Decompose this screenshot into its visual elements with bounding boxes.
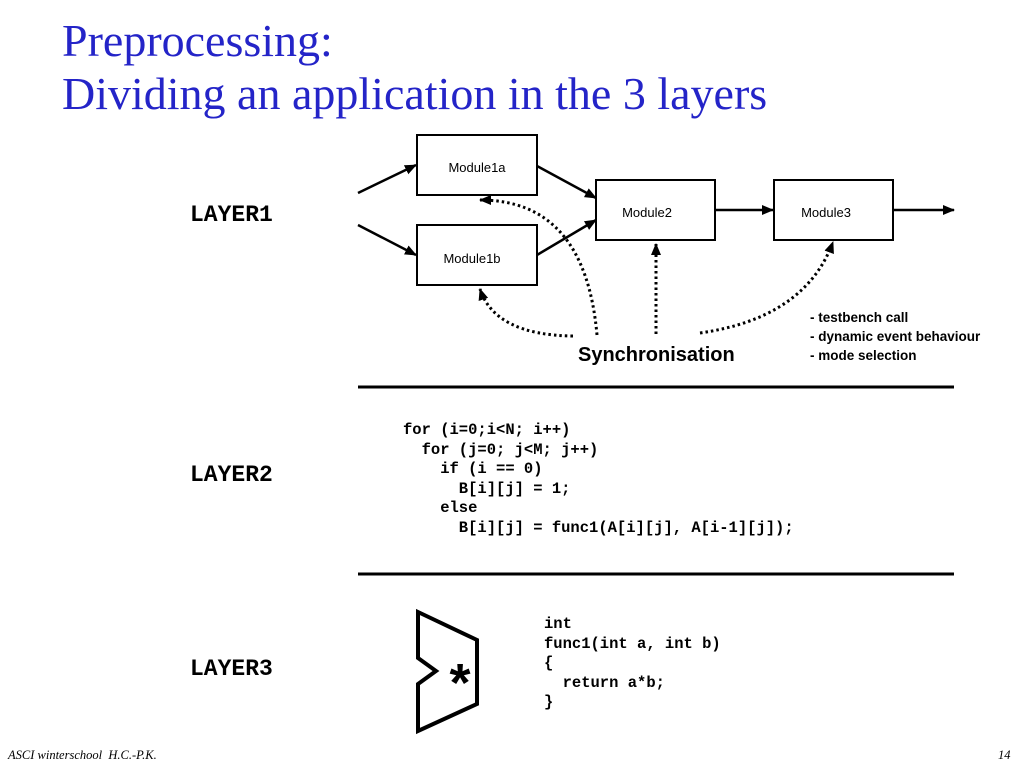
module1a-label: Module1a	[448, 160, 506, 175]
code-line: else	[403, 499, 478, 517]
code-line: B[i][j] = 1;	[403, 479, 571, 498]
sync-note-item: - testbench call	[810, 310, 909, 325]
module1b-label: Module1b	[443, 251, 500, 266]
arrow-module1b-to-module2	[536, 218, 597, 257]
multiplier-icon: *	[416, 608, 479, 735]
dataflow-arrows	[357, 163, 955, 257]
code-line: B[i][j] = func1(A[i][j], A[i-1][j]);	[403, 518, 794, 537]
sync-arrow-module3	[699, 241, 835, 335]
module2-box: Module2	[595, 179, 716, 241]
code-line: for (i=0;i<N; i++)	[403, 421, 571, 439]
arrow-module1a-to-module2	[536, 164, 597, 200]
code-line: return a*b;	[544, 673, 665, 692]
module3-label: Module3	[801, 205, 851, 220]
layer3-label: LAYER3	[190, 656, 273, 682]
code-line: func1(int a, int b)	[544, 634, 721, 653]
synchronisation-label: Synchronisation	[578, 344, 735, 366]
sync-arrow-module1b	[478, 288, 574, 338]
multiplier-symbol: *	[449, 653, 470, 713]
sync-note-item: - mode selection	[810, 348, 917, 363]
input-arrow-module1a	[357, 163, 417, 195]
code-line: {	[544, 654, 554, 672]
slide-title-line1: Preprocessing:	[62, 15, 333, 66]
code-line: if (i == 0)	[403, 460, 543, 478]
synchronisation-arrows	[478, 195, 835, 338]
module1b-box: Module1b	[416, 224, 538, 286]
module2-label: Module2	[622, 205, 672, 220]
code-line: int	[544, 615, 572, 633]
footer-credit: ASCI winterschool H.C.-P.K.	[8, 748, 157, 762]
sync-note-item: - dynamic event behaviour	[810, 329, 981, 344]
module1a-box: Module1a	[416, 134, 538, 196]
sync-notes-list: - testbench call - dynamic event behavio…	[810, 308, 980, 365]
layer2-code-block: for (i=0;i<N; i++) for (j=0; j<M; j++) i…	[403, 421, 794, 538]
module3-box: Module3	[773, 179, 894, 241]
page-number: 14	[998, 748, 1011, 762]
slide-title-line2: Dividing an application in the 3 layers	[62, 68, 768, 119]
input-arrow-module1b	[357, 223, 417, 257]
layer1-label: LAYER1	[190, 202, 273, 228]
slide-title: Preprocessing: Dividing an application i…	[62, 14, 767, 120]
code-line: for (j=0; j<M; j++)	[403, 440, 599, 459]
layer2-label: LAYER2	[190, 462, 273, 488]
code-line: }	[544, 693, 554, 711]
